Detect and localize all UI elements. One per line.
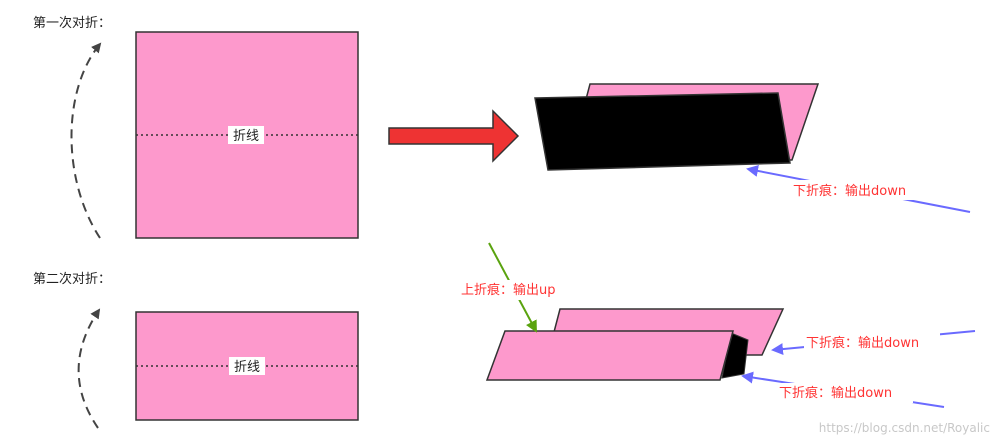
step-2-title: 第二次对折： bbox=[33, 271, 111, 287]
watermark: https://blog.csdn.net/Royalic bbox=[819, 421, 990, 435]
step-2-down-crease-label-a: 下折痕：输出down bbox=[806, 335, 919, 351]
step-1-down-label-bg bbox=[790, 180, 930, 200]
step-1-down-crease-label: 下折痕：输出down bbox=[793, 183, 906, 199]
step-1-folded-front-layer bbox=[534, 92, 791, 171]
step-2-up-crease-label: 上折痕：输出up bbox=[461, 282, 556, 298]
step-2-down-label-a-bg bbox=[804, 333, 940, 353]
step-2-crease-label-bg bbox=[229, 357, 265, 375]
step-1-transform-arrow bbox=[388, 109, 520, 163]
step-2-up-label-bg bbox=[458, 280, 570, 300]
step-2-fold-direction-arrow bbox=[77, 308, 101, 429]
step-1-title: 第一次对折： bbox=[33, 15, 111, 31]
step-1-crease-label: 折线 bbox=[233, 129, 259, 144]
step-2-down-label-b-bg bbox=[777, 383, 913, 403]
step-1-fold-direction-arrow bbox=[70, 42, 102, 239]
step-1-crease-label-bg bbox=[228, 126, 264, 144]
step-2-down-crease-label-b: 下折痕：输出down bbox=[779, 385, 892, 401]
step-2-front-layer bbox=[485, 330, 734, 381]
step-2-crease-label: 折线 bbox=[234, 360, 260, 375]
